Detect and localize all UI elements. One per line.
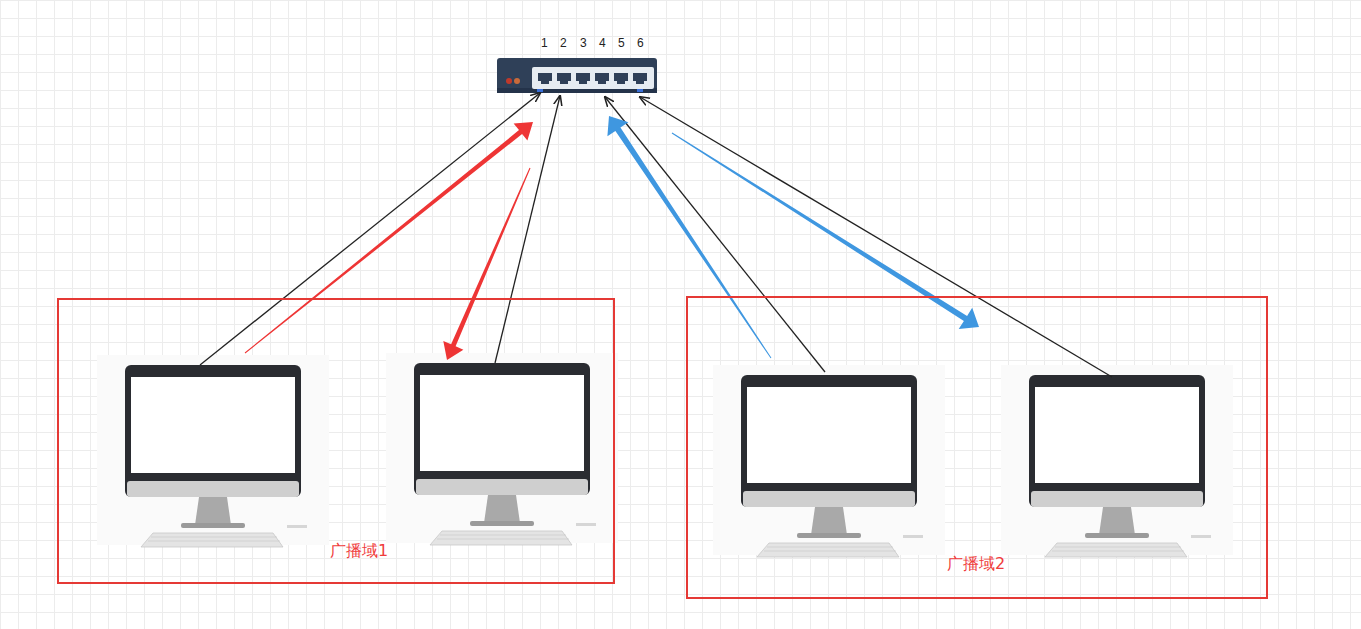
switch bbox=[497, 58, 657, 93]
computer bbox=[386, 353, 618, 545]
domain-label: 广播域1 bbox=[330, 541, 388, 562]
port-number: 3 bbox=[580, 36, 587, 50]
traffic-arrow bbox=[245, 122, 533, 353]
traffic-arrow bbox=[607, 116, 771, 358]
cable bbox=[200, 93, 1112, 377]
port-number: 1 bbox=[541, 36, 548, 50]
computer bbox=[97, 355, 329, 547]
port-number: 4 bbox=[599, 36, 606, 50]
port-number: 6 bbox=[637, 36, 644, 50]
broadcast-domain: 广播域1 bbox=[57, 298, 615, 584]
port-number: 2 bbox=[560, 36, 567, 50]
broadcast-domain: 广播域2 bbox=[686, 296, 1268, 599]
domain-label: 广播域2 bbox=[947, 554, 1005, 575]
traffic-arrow bbox=[443, 168, 530, 360]
traffic-arrows bbox=[245, 116, 979, 360]
port-number: 5 bbox=[618, 36, 625, 50]
computer bbox=[713, 365, 945, 557]
traffic-arrow bbox=[672, 133, 979, 330]
computer bbox=[1001, 365, 1233, 557]
